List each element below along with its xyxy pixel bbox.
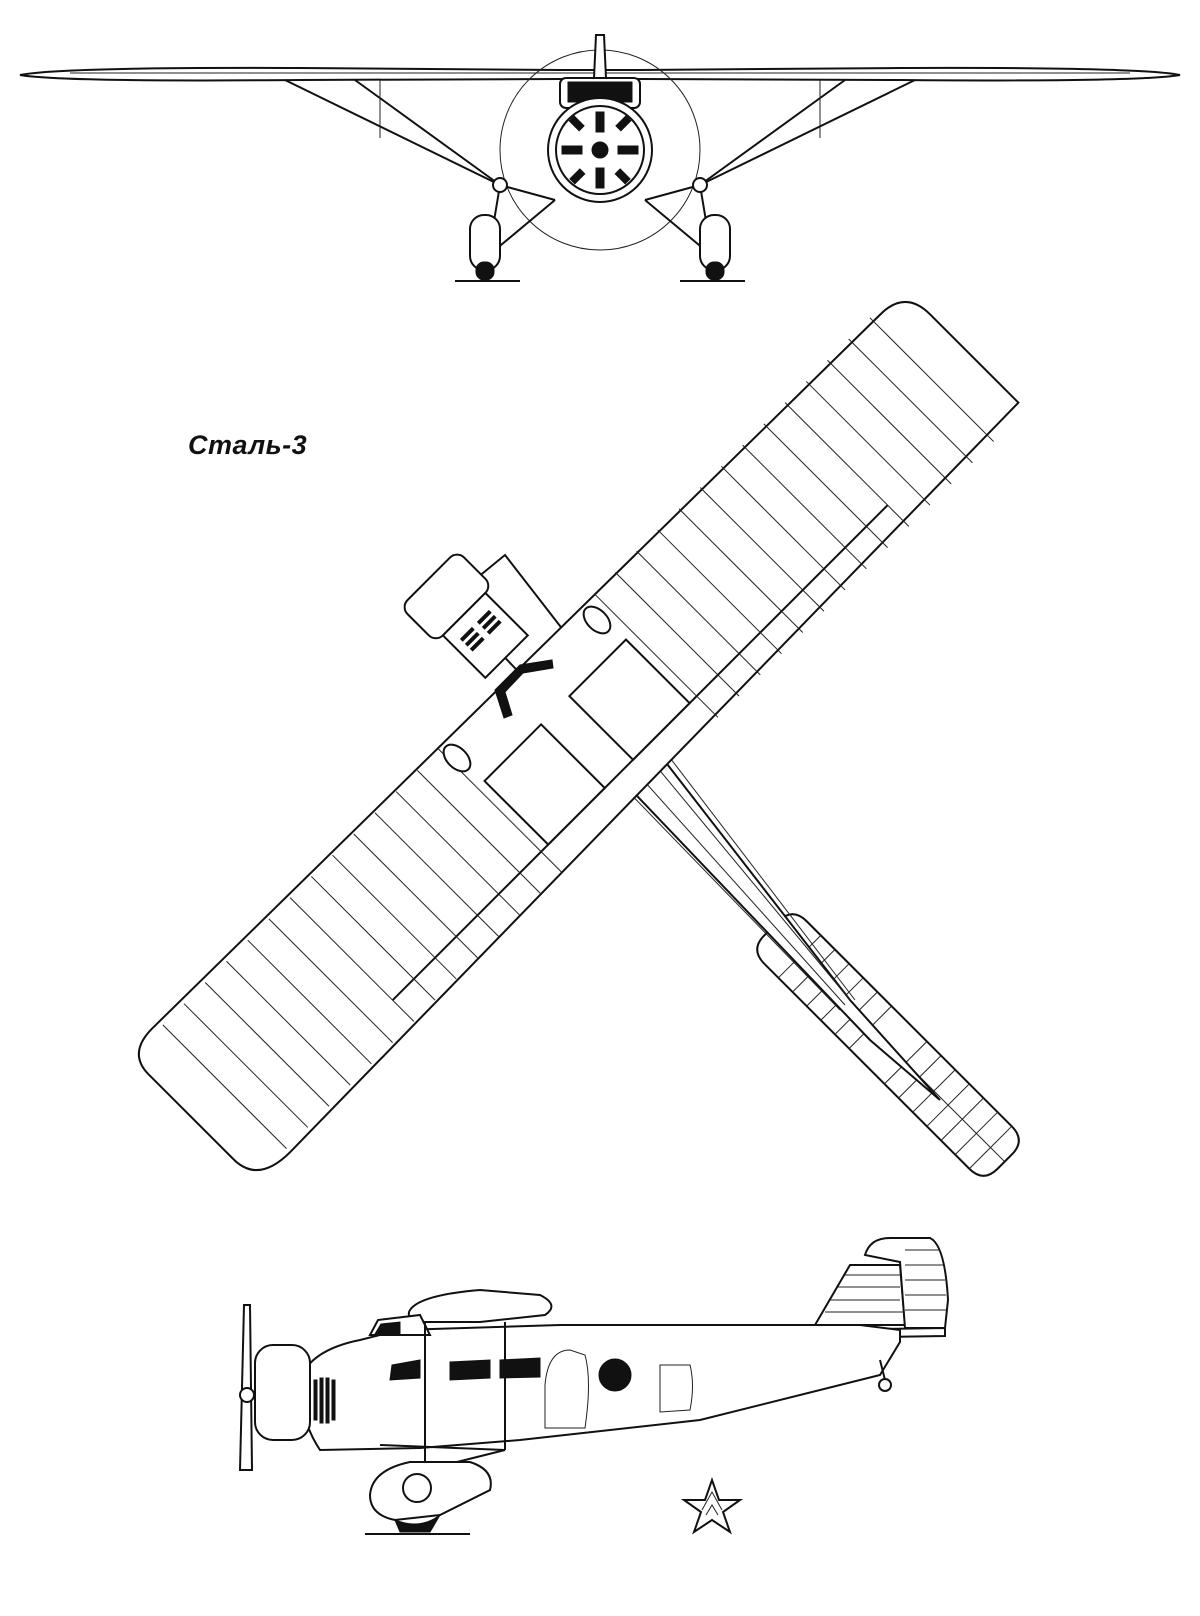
side-cowling-vents [313,1377,336,1424]
side-door-rear [659,1364,693,1413]
top-wing-panel-left [483,722,607,847]
aircraft-title: Сталь-3 [188,430,308,460]
top-nacelle-left [442,743,472,773]
front-wing [19,66,1181,82]
side-wheel [402,1473,432,1503]
red-star-emblem [680,1476,744,1535]
front-fin [592,34,608,79]
side-wing [407,1288,553,1323]
top-cockpit-windscreen [494,659,554,719]
front-strut-left [284,79,501,186]
front-view [19,34,1181,282]
top-wing-ribs [162,317,995,1150]
top-wing-panel-right [567,638,692,762]
top-view [137,300,1020,1177]
side-fuselage [298,1324,901,1452]
side-tailwheel [878,1378,892,1392]
top-nacelle-right [582,605,612,635]
front-engine-cylinders [561,111,639,189]
top-tailplane-ribs [778,935,1013,1170]
front-strut-right [699,79,916,186]
side-porthole [598,1358,632,1392]
side-rudder [863,1237,950,1329]
side-fin [813,1264,907,1326]
top-wing [137,300,1020,1172]
side-engine-cowling [254,1344,311,1441]
side-door-front [544,1349,589,1429]
side-cabin-windows [389,1357,632,1392]
side-view [238,1237,950,1535]
